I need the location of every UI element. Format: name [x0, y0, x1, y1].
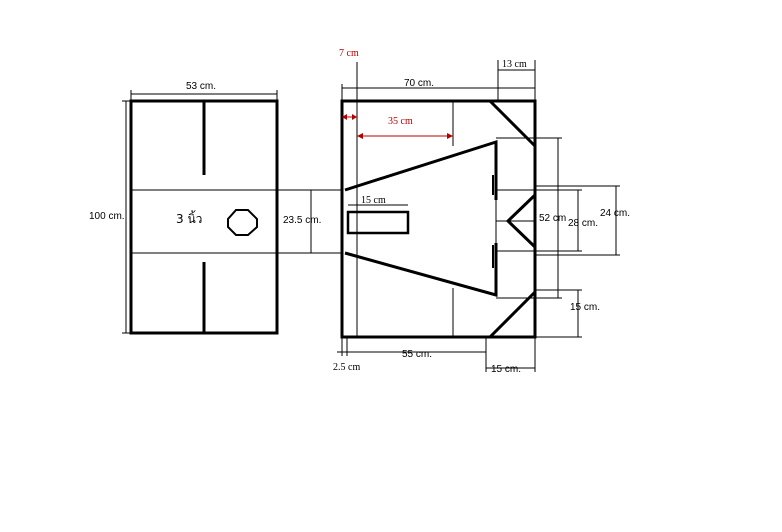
right-c-label: 24 cm. [600, 208, 630, 219]
offset-arrow-right [352, 114, 357, 120]
port-label: 3 นิ้ว [176, 210, 202, 226]
horn-bottom-wall [344, 243, 498, 297]
port-octagon [227, 209, 258, 236]
opening-label: 23.5 cm. [283, 215, 321, 226]
bottom-right-label: 15 cm. [491, 364, 521, 375]
right-a-label: 52 cm [539, 213, 566, 224]
top-width-label: 70 cm. [404, 78, 434, 89]
offset-arrow-left [342, 114, 347, 120]
top-offset-label: 7 cm [339, 48, 359, 59]
corner-diagonal-bottom [488, 290, 537, 339]
corner-diagonal-top [488, 99, 537, 148]
inner-slot [346, 210, 410, 235]
bottom-width-label: 55 cm. [402, 349, 432, 360]
inner-span-arrow-left [357, 133, 363, 139]
side-view: 7 cm 70 cm. 13 cm 35 cm 15 cm 52 cm 28 c… [333, 48, 630, 375]
slot-label: 15 cm [361, 195, 386, 206]
right-d-label: 15 cm. [570, 302, 600, 313]
right-b-label: 28 cm. [568, 218, 598, 229]
inner-span-arrow-right [447, 133, 453, 139]
front-view: 3 นิ้ว 53 cm. 100 cm. 23.5 cm. [89, 81, 343, 335]
front-height-label: 100 cm. [89, 211, 125, 222]
bottom-left-label: 2.5 cm [333, 362, 360, 373]
top-right-label: 13 cm [502, 59, 527, 70]
inner-span-label: 35 cm [388, 116, 413, 127]
horn-top-wall [344, 139, 498, 200]
front-width-label: 53 cm. [186, 81, 216, 92]
side-outline [340, 99, 537, 339]
